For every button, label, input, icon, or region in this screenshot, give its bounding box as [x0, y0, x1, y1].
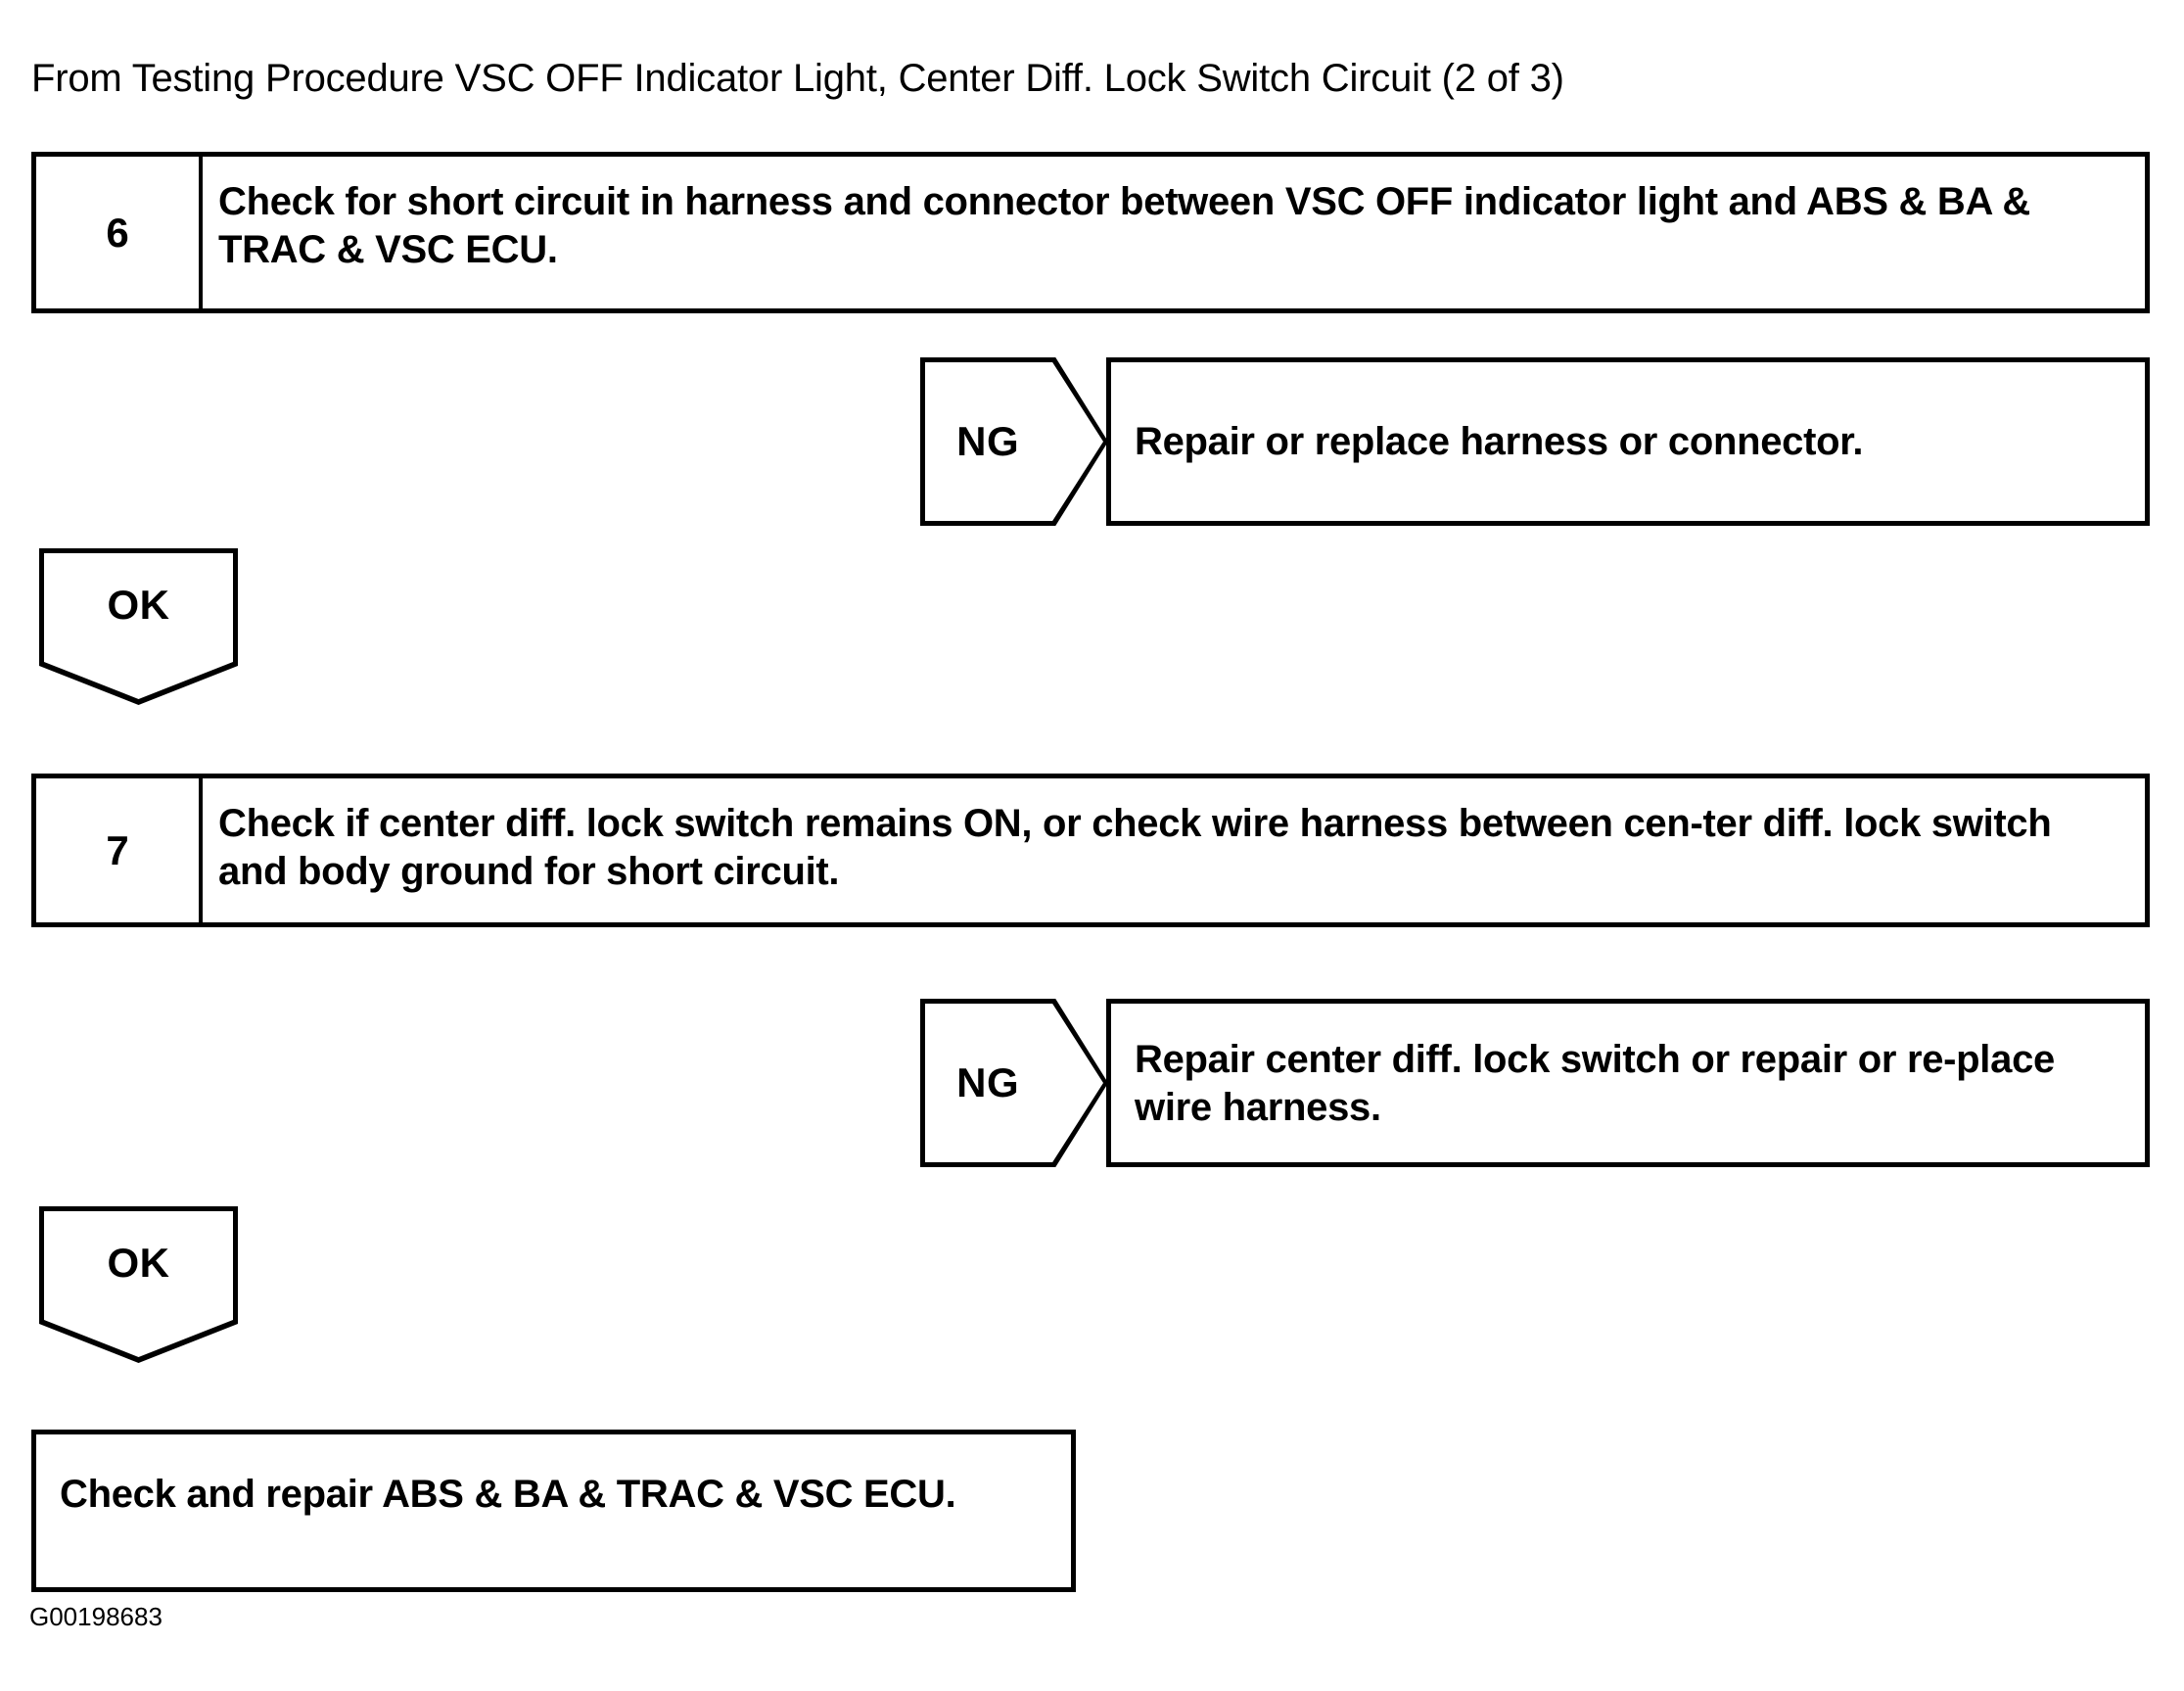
step-box-6: 6 Check for short circuit in harness and… — [31, 152, 2150, 313]
result-box-final: Check and repair ABS & BA & TRAC & VSC E… — [31, 1430, 1076, 1592]
result-text-ng-1: Repair or replace harness or connector. — [1135, 420, 1864, 463]
page-title: From Testing Procedure VSC OFF Indicator… — [31, 57, 1564, 100]
result-box-ng-2: Repair center diff. lock switch or repai… — [1106, 999, 2150, 1167]
step-box-7: 7 Check if center diff. lock switch rema… — [31, 774, 2150, 927]
result-text-ng-2: Repair center diff. lock switch or repai… — [1135, 1038, 2055, 1129]
figure-id-label: G00198683 — [29, 1602, 163, 1631]
ok-tag-2: OK — [39, 1206, 238, 1363]
ok-tag-1: OK — [39, 548, 238, 705]
ok-tag-1-label: OK — [107, 581, 170, 628]
result-text-final: Check and repair ABS & BA & TRAC & VSC E… — [60, 1473, 956, 1516]
result-box-ng-1: Repair or replace harness or connector. — [1106, 357, 2150, 526]
ng-tag-1-label: NG — [956, 418, 1020, 464]
ng-tag-2: NG — [920, 999, 1108, 1167]
ok-tag-2-label: OK — [107, 1239, 170, 1286]
step-number-7: 7 — [36, 778, 203, 922]
ng-tag-2-label: NG — [956, 1059, 1020, 1105]
ng-tag-1: NG — [920, 357, 1108, 526]
step-number-6: 6 — [36, 157, 203, 308]
step-text-7: Check if center diff. lock switch remain… — [218, 802, 2052, 893]
step-text-6: Check for short circuit in harness and c… — [218, 180, 2031, 271]
